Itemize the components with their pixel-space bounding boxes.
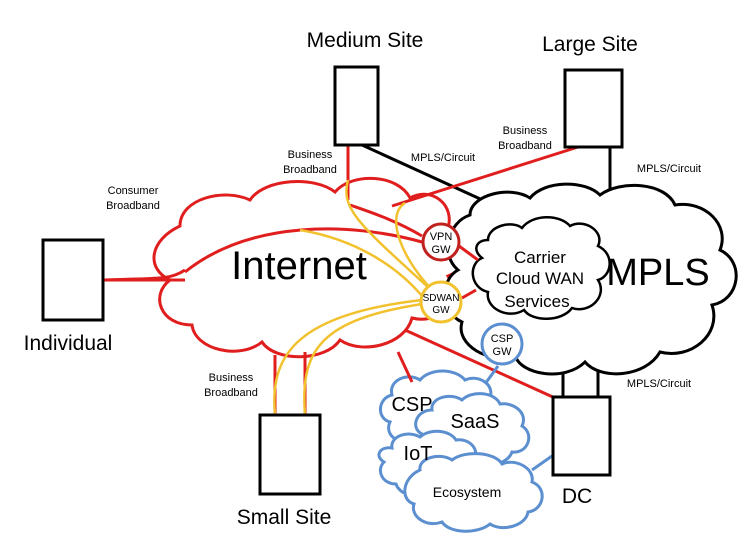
ecosystem-to-dc bbox=[531, 454, 553, 472]
csp-gateway bbox=[480, 322, 524, 366]
business-broadband-small-line1: Business bbox=[209, 372, 254, 384]
iot-cloud-label: IoT bbox=[404, 443, 433, 465]
sdwan-overlay-medium bbox=[345, 179, 441, 299]
csp-gateway-line1: CSP bbox=[491, 333, 514, 345]
consumer-broadband-line1: Consumer bbox=[108, 185, 159, 197]
sdwan-gateway-line2: GW bbox=[432, 305, 450, 316]
csp-gateway-line2: GW bbox=[493, 346, 513, 358]
mpls-circuit-medium-label: MPLS/Circuit bbox=[411, 152, 475, 164]
carrier-cloud-wan-line1: Carrier bbox=[514, 248, 566, 267]
internet-label: Internet bbox=[231, 244, 367, 288]
sdwan-gateway-line1: SDWAN bbox=[423, 293, 460, 304]
vpn-gateway-line1: VPN bbox=[430, 231, 453, 243]
csp-cloud-label: CSP bbox=[391, 394, 432, 416]
sdwan-overlay-small-left bbox=[273, 298, 423, 416]
small-site-box bbox=[258, 413, 322, 496]
mpls-circuit-large-label: MPLS/Circuit bbox=[637, 163, 701, 175]
internet-link-individual-vpn bbox=[102, 268, 186, 282]
carrier-cloud-wan-line3: Services bbox=[504, 292, 569, 311]
carrier-cloud-wan-cloud bbox=[471, 216, 611, 320]
medium-site-box bbox=[333, 65, 380, 147]
sdwan-gateway bbox=[419, 280, 463, 324]
sdwan-to-mpls bbox=[461, 288, 477, 300]
sdwan-overlay-small-right bbox=[303, 302, 423, 416]
large-site-label: Large Site bbox=[542, 33, 638, 56]
consumer-broadband-line2: Broadband bbox=[106, 200, 160, 212]
internet-link-csp bbox=[396, 351, 414, 383]
business-broadband-large-line1: Business bbox=[503, 125, 548, 137]
sdwan-overlay-individual bbox=[299, 228, 423, 297]
medium-site-label: Medium Site bbox=[307, 29, 424, 52]
ecosystem-cloud bbox=[403, 452, 544, 533]
individual-box bbox=[41, 238, 105, 322]
vpn-gateway-line2: GW bbox=[432, 244, 452, 256]
internet-link-large bbox=[391, 145, 579, 208]
business-broadband-medium-line1: Business bbox=[288, 149, 333, 161]
small-site-label: Small Site bbox=[237, 506, 332, 529]
ecosystem-cloud-label: Ecosystem bbox=[433, 484, 501, 500]
csp-gw-to-csp-cloud bbox=[483, 365, 500, 385]
dc-box bbox=[551, 395, 612, 477]
mpls-label: MPLS bbox=[606, 252, 709, 294]
dc-label: DC bbox=[562, 485, 592, 508]
vpn-tunnel-medium bbox=[349, 203, 423, 238]
saas-cloud-label: SaaS bbox=[451, 411, 500, 433]
internet-link-dc bbox=[404, 328, 556, 400]
business-broadband-small-line2: Broadband bbox=[204, 387, 258, 399]
mpls-link-medium bbox=[361, 143, 501, 210]
large-site-box bbox=[563, 68, 624, 149]
vpn-to-mpls bbox=[458, 244, 479, 262]
business-broadband-large-line2: Broadband bbox=[498, 140, 552, 152]
business-broadband-medium-line2: Broadband bbox=[283, 164, 337, 176]
vpn-gateway bbox=[421, 222, 461, 262]
individual-label: Individual bbox=[24, 332, 113, 355]
mpls-circuit-dc-label: MPLS/Circuit bbox=[627, 378, 691, 390]
carrier-cloud-wan-line2: Cloud WAN bbox=[496, 269, 584, 288]
